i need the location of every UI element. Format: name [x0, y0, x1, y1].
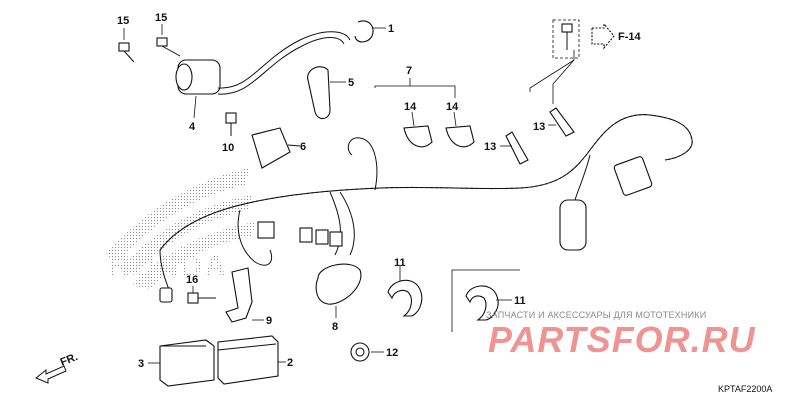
callout-11-right: 11 [514, 295, 526, 307]
part-15-bolt-right: 15 [155, 12, 181, 57]
callout-16: 16 [186, 274, 198, 286]
part-6-control-unit: 6 [251, 127, 306, 169]
watermark-caption: ЗАПЧАСТИ И АКСЕССУАРЫ ДЛЯ МОТОТЕХНИКИ [486, 310, 706, 320]
part-14-band-clamp-right: 14 [445, 101, 475, 148]
callout-9: 9 [266, 315, 272, 327]
front-direction-label: FR. [59, 351, 80, 369]
part-4-ignition-coil: 4 [175, 31, 351, 133]
callout-2: 2 [287, 357, 293, 369]
honda-logo-text: HONDA [108, 250, 228, 283]
part-3-box: 3 [138, 339, 215, 387]
callout-12: 12 [386, 347, 398, 359]
part-2-box: 2 [217, 335, 293, 385]
callout-6: 6 [300, 141, 306, 153]
harness-connectors-left [159, 221, 343, 303]
callout-13-left: 13 [484, 141, 496, 153]
part-9-bracket: 9 [225, 267, 272, 327]
callout-15-left: 15 [117, 15, 129, 27]
part-15-bolt-left: 15 [117, 15, 135, 63]
reference-f14: F-14 [618, 31, 642, 43]
callout-14-right: 14 [446, 101, 459, 113]
part-16-bolt: 16 [186, 274, 216, 304]
part-14-band-clamp-left: 14 [403, 101, 433, 148]
callout-8: 8 [332, 321, 338, 333]
part-13-cable-tie-right: 13 [529, 50, 575, 137]
part-11-clamp-right: 11 [451, 269, 526, 332]
part-5-plug-cap: 5 [307, 66, 354, 120]
partsfor-watermark: ЗАПЧАСТИ И АКСЕССУАРЫ ДЛЯ МОТОТЕХНИКИ PA… [486, 310, 756, 360]
part-11-clamp-left: 11 [387, 257, 423, 317]
part-12-grommet: 12 [350, 342, 398, 362]
honda-wing-logo-watermark: HONDA [105, 168, 255, 290]
callout-14-left: 14 [404, 101, 417, 113]
callout-10: 10 [222, 142, 234, 154]
part-13-cable-tie-left: 13 [484, 131, 529, 165]
diagram-code: KPTAF2200A [718, 384, 772, 394]
callout-1: 1 [388, 23, 394, 35]
callout-13-right: 13 [533, 121, 545, 133]
bolt-with-reference [552, 19, 615, 59]
wire-harness [159, 114, 693, 293]
callout-15-right: 15 [155, 12, 167, 24]
part-7-bracket: 7 [374, 65, 456, 98]
part-1-clip: 1 [354, 20, 394, 43]
callout-7: 7 [406, 65, 412, 77]
callout-5: 5 [348, 77, 354, 89]
harness-connector-right [559, 156, 653, 251]
callout-11-left: 11 [394, 257, 406, 269]
callout-3: 3 [138, 358, 144, 370]
part-10-bolt: 10 [222, 112, 237, 154]
callout-4: 4 [189, 121, 196, 133]
part-8-sleeve: 8 [315, 263, 362, 333]
front-direction-arrow: FR. [35, 351, 80, 384]
watermark-brand: PARTSFOR.RU [488, 319, 756, 360]
